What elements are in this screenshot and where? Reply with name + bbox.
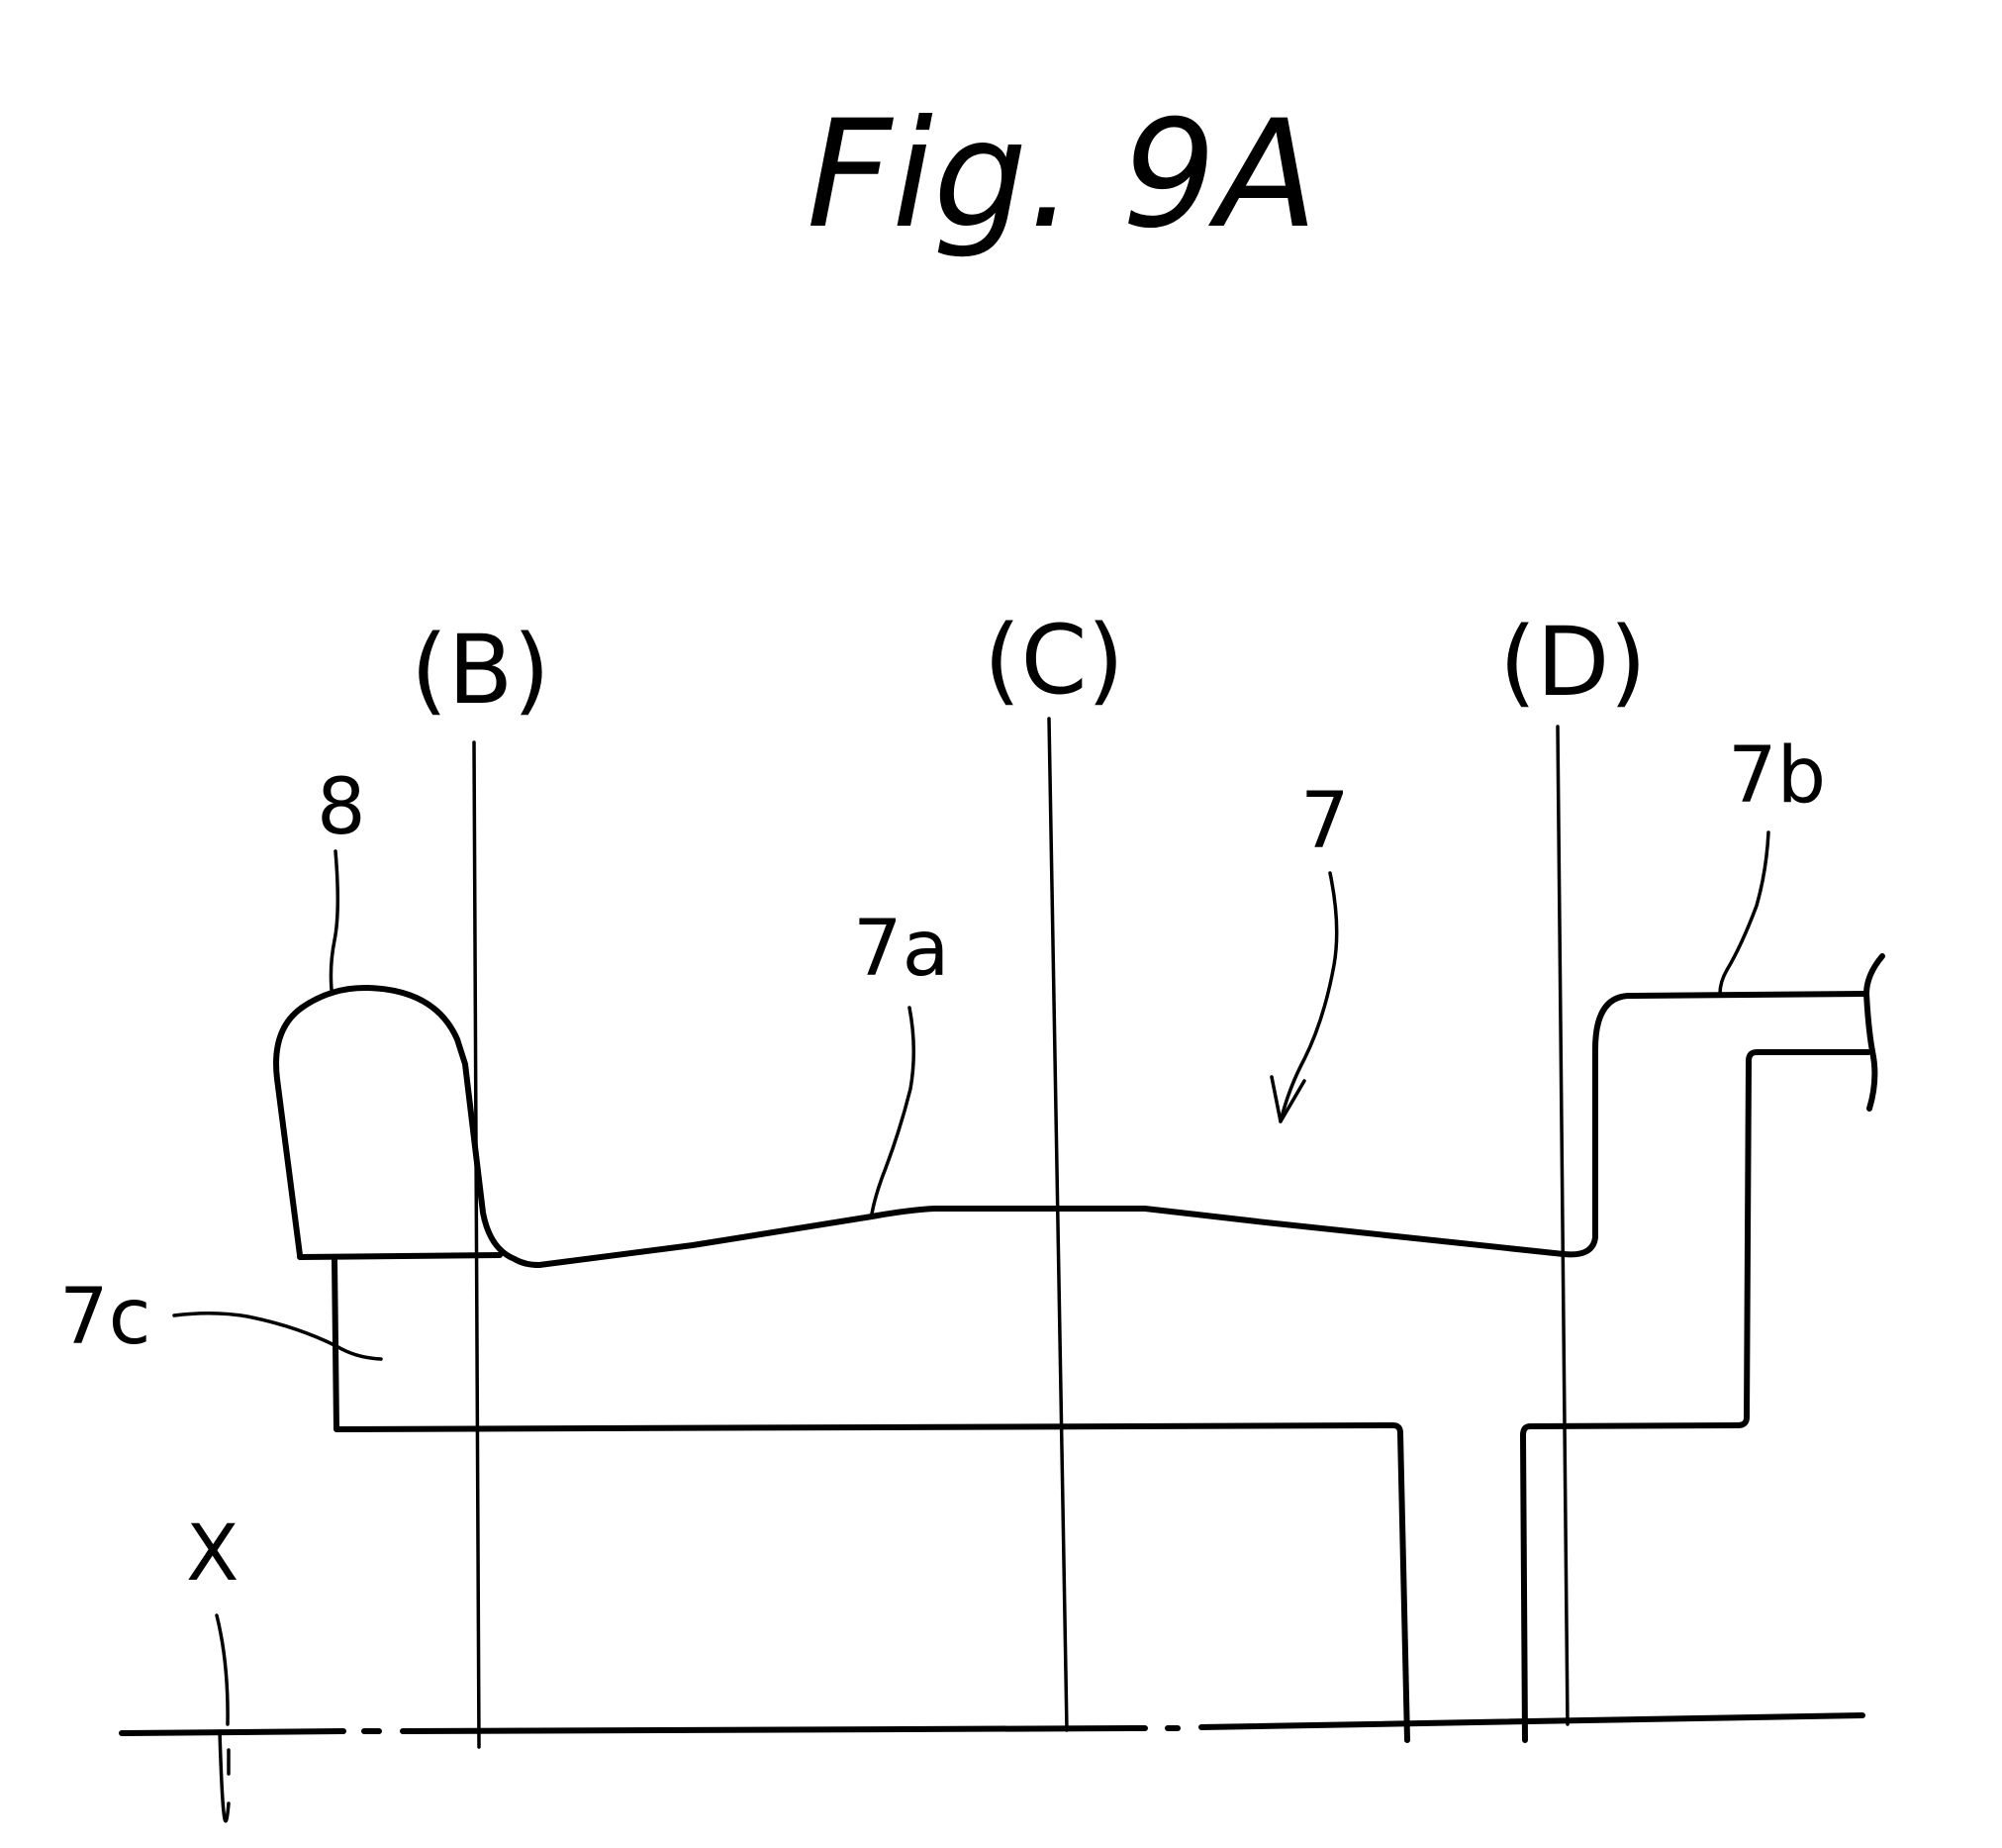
figure-title: Fig. 9A: [807, 89, 1318, 261]
label-7: 7: [1300, 777, 1350, 866]
label-7c-leader: [172, 1311, 383, 1361]
label-7a-leader: [870, 1006, 915, 1216]
part-8-outline: [273, 984, 542, 1268]
label-8-leader: [329, 849, 339, 992]
section-line-c: [1047, 717, 1069, 1732]
part-7c-block: [332, 1256, 1410, 1743]
axis-line-x: [119, 1712, 1865, 1736]
label-7-arrow-shaft: [1279, 871, 1339, 1123]
section-label-c: (C): [984, 605, 1124, 716]
part-7b-inner-step: [1520, 1049, 1871, 1743]
label-7-arrowhead-icon: [1270, 1075, 1306, 1123]
section-line-b: [472, 740, 481, 1749]
label-7a: 7a: [853, 905, 949, 994]
label-7c: 7c: [59, 1273, 151, 1362]
axis-label-x: X: [186, 1509, 238, 1599]
part-8-base: [297, 1252, 503, 1260]
section-label-b: (B): [411, 615, 550, 726]
axis-x-leader: [215, 1613, 231, 1823]
label-8: 8: [317, 763, 366, 852]
break-mark-7b: [1863, 953, 1885, 1112]
surface-7a-profile: [536, 991, 1868, 1268]
label-7b: 7b: [1728, 731, 1826, 821]
section-label-d: (D): [1499, 607, 1647, 718]
label-7b-leader: [1718, 830, 1770, 996]
section-line-d: [1556, 725, 1570, 1726]
